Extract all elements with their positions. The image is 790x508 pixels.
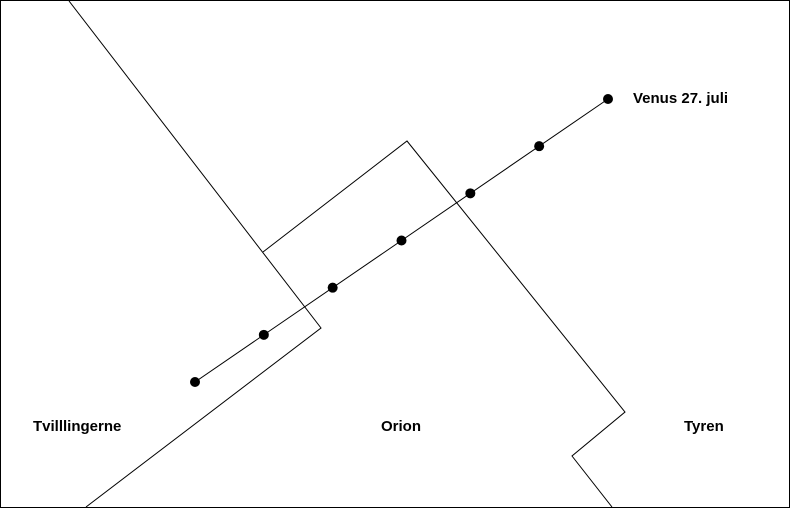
venus-position-dot bbox=[465, 188, 476, 199]
constellation-label-tvillingerne: Tvilllingerne bbox=[33, 418, 121, 435]
venus-position-dot bbox=[327, 282, 338, 293]
venus-position-dot bbox=[603, 94, 613, 104]
venus-position-dot bbox=[190, 377, 200, 387]
venus-position-dot bbox=[258, 329, 269, 340]
constellation-label-orion: Orion bbox=[381, 418, 421, 435]
constellation-label-tyren: Tyren bbox=[684, 418, 724, 435]
boundary-tvillingerne-orion bbox=[68, 1, 322, 507]
boundary-orion-tyren bbox=[262, 140, 626, 507]
venus-position-dot bbox=[396, 235, 407, 246]
venus-positions bbox=[190, 94, 613, 387]
venus-position-dot bbox=[534, 141, 545, 152]
venus-date-label: Venus 27. juli bbox=[633, 90, 728, 107]
constellation-boundaries bbox=[68, 1, 626, 507]
